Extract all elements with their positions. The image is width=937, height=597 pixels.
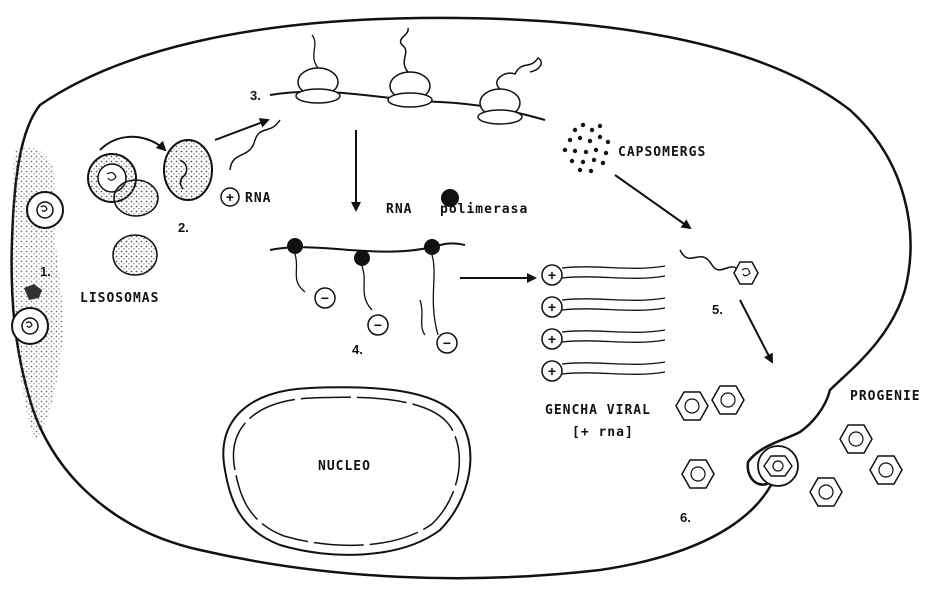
minus-sign: − (321, 290, 329, 306)
rna-polymerase-rna-label: RNA (386, 202, 412, 217)
nucleus-label: NUCLEO (318, 459, 371, 474)
step-5-label: 5. (712, 302, 723, 317)
step-4-label: 4. (352, 342, 363, 357)
virus-entering-2 (12, 308, 48, 344)
plus-strands-harvest: + + + + (542, 265, 665, 381)
plus-sign: + (548, 267, 556, 283)
released-virion-3 (810, 478, 842, 506)
plus-sign: + (548, 363, 556, 379)
plus-sign: + (548, 299, 556, 315)
minus-rna-3: − (437, 333, 457, 353)
minus-rna-2: − (368, 315, 388, 335)
step-6-label: 6. (680, 510, 691, 525)
step-3-label: 3. (250, 88, 261, 103)
lysosome-fusing (114, 180, 158, 216)
virus-entering-1 (27, 192, 63, 228)
released-virion-2 (870, 456, 902, 484)
arrow-release-rna (215, 120, 268, 140)
released-virion-1 (840, 425, 872, 453)
ribosome-3 (478, 58, 541, 124)
step-1-label: 1. (40, 264, 51, 279)
arrow-endocytosis (100, 137, 165, 150)
progeny-label: PROGENIE (850, 389, 921, 404)
virion-2 (712, 386, 744, 414)
assembling-rna (680, 250, 738, 270)
capsomers-cluster (563, 123, 610, 173)
lysosomes-label: LISOSOMAS (80, 291, 159, 306)
step-2-label: 2. (178, 220, 189, 235)
arrow-capsomers-assembly (615, 175, 690, 228)
ribosome-2 (388, 28, 432, 107)
uncoating-vesicle (164, 140, 212, 200)
budding-virion (758, 446, 798, 486)
virion-1 (676, 392, 708, 420)
viral-harvest-label: GENCHA VIRAL (545, 403, 651, 418)
arrow-to-progeny (740, 300, 772, 362)
plus-rna-label: RNA (245, 191, 271, 206)
released-rna-strand (230, 120, 280, 170)
virion-3 (682, 460, 714, 488)
lysosome (113, 235, 157, 275)
minus-sign: − (374, 317, 382, 333)
rna-polymerase-word-label: polimerasa (440, 202, 528, 217)
minus-rna-1: − (315, 288, 335, 308)
assembling-virion (734, 262, 758, 284)
minus-sign: − (443, 335, 451, 351)
ribosome-1 (296, 35, 340, 103)
viral-harvest-sublabel: [+ rna] (572, 425, 634, 440)
plus-sign: + (226, 189, 234, 205)
plus-rna-symbol: + (221, 188, 239, 206)
plus-sign: + (548, 331, 556, 347)
capsomers-label: CAPSOMERGS (618, 145, 706, 160)
